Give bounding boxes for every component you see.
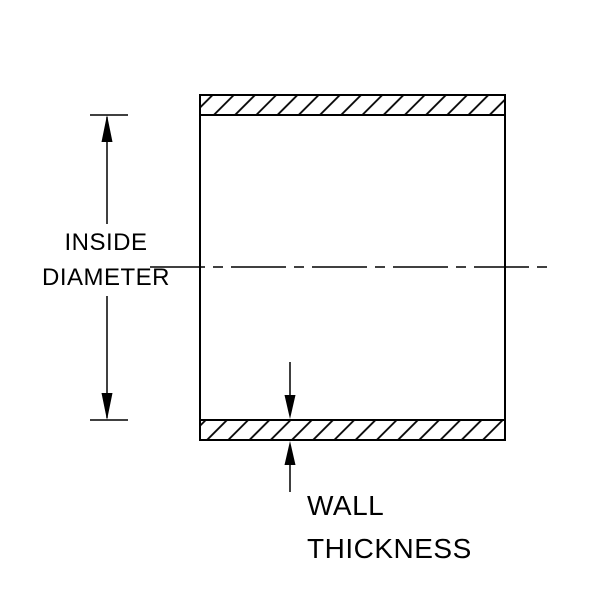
arrowhead-up-icon [284, 441, 296, 465]
wall-thickness-dimension: WALL THICKNESS [284, 362, 472, 564]
arrowhead-down-icon [101, 393, 113, 420]
inside-diameter-dimension: INSIDE DIAMETER [42, 114, 170, 421]
arrowhead-up-icon [101, 115, 113, 142]
top-wall-hatched [199, 94, 506, 116]
arrowhead-down-icon [284, 395, 296, 419]
wall-thickness-label-line1: WALL [307, 490, 384, 521]
inside-diameter-label-line1: INSIDE [64, 229, 147, 256]
inside-diameter-label-line2: DIAMETER [42, 264, 170, 291]
wall-thickness-label-line2: THICKNESS [307, 533, 472, 564]
bottom-wall-hatched [199, 419, 506, 441]
